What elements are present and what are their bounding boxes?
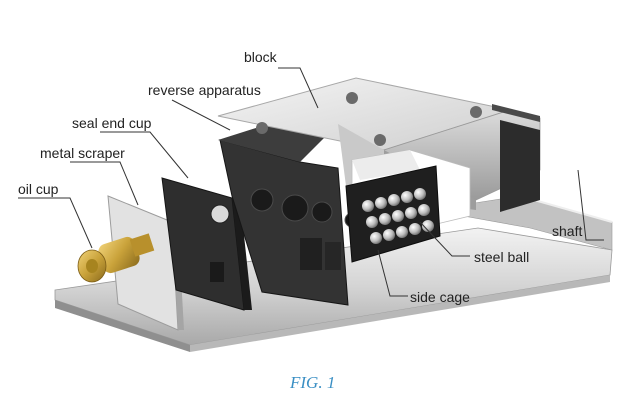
leader-metal-scraper [70, 161, 139, 206]
label-oil-cup: oil cup [18, 181, 59, 197]
label-block: block [244, 49, 278, 65]
steel-balls [362, 188, 434, 244]
seal-end-cup [161, 177, 252, 311]
oil-cup [77, 233, 155, 283]
label-reverse-apparatus: reverse apparatus [148, 82, 261, 98]
label-side-cage: side cage [410, 289, 470, 305]
label-seal-end-cup: seal end cup [72, 115, 152, 131]
leader-reverse-apparatus [171, 99, 231, 131]
figure-caption: FIG. 1 [289, 373, 335, 392]
label-shaft: shaft [552, 223, 582, 239]
leader-shaft [577, 169, 604, 241]
leader-block [278, 67, 319, 109]
leader-steel-ball [419, 221, 470, 257]
label-steel-ball: steel ball [474, 249, 529, 265]
leader-oil-cup [18, 197, 93, 249]
label-metal-scraper: metal scraper [40, 145, 125, 161]
leader-side-cage [377, 249, 408, 297]
leader-seal-end-cup [100, 131, 189, 179]
